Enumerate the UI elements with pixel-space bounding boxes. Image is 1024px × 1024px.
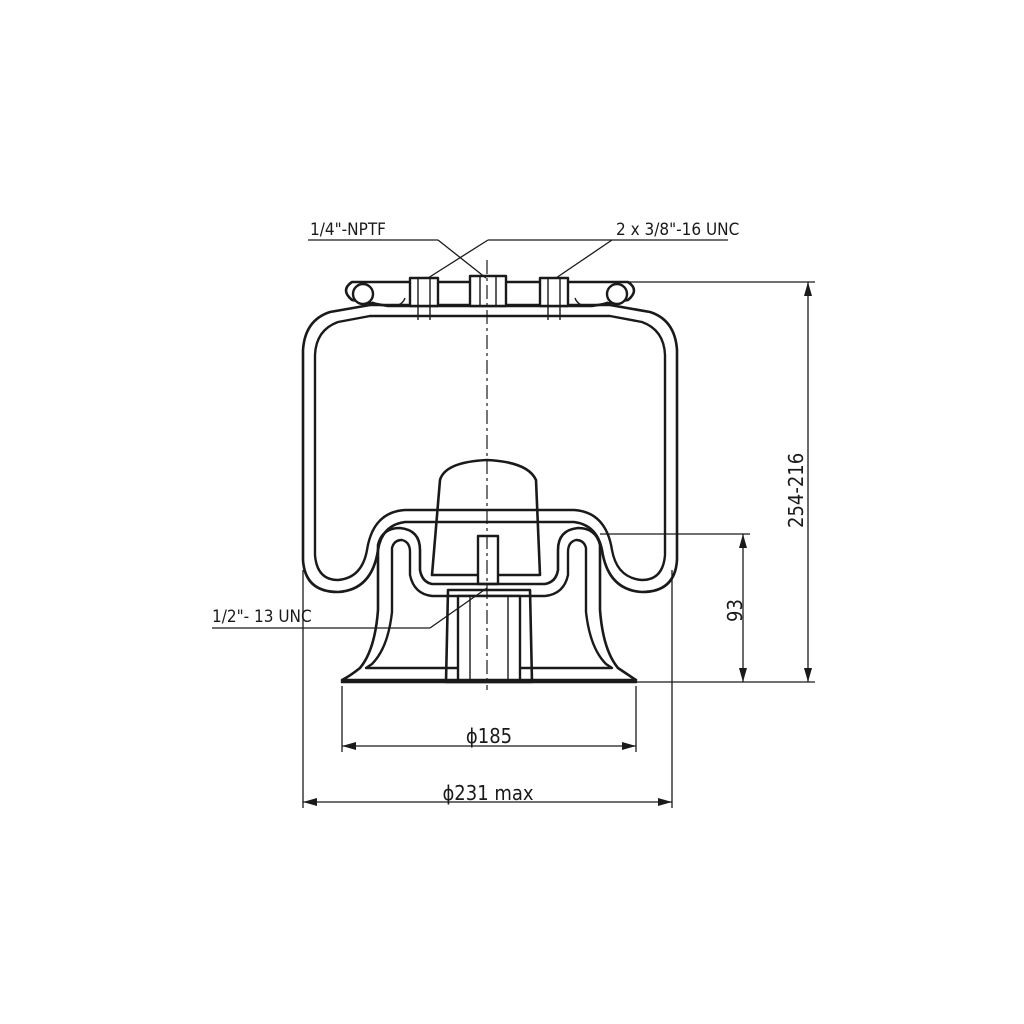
piston-height-dimension xyxy=(600,533,750,682)
top-plate xyxy=(344,274,636,320)
height-dimension xyxy=(628,281,815,683)
height-label: 254-216 xyxy=(784,453,808,528)
leader-nptf xyxy=(308,239,487,279)
leader-unc-top xyxy=(427,239,728,279)
base-diameter-dimension xyxy=(341,686,637,752)
unc-bottom-label: 1/2"- 13 UNC xyxy=(212,607,312,627)
nptf-label: 1/4"-NPTF xyxy=(310,220,386,240)
unc-top-label: 2 x 3/8"-16 UNC xyxy=(616,220,739,240)
base-diameter-label: ϕ185 xyxy=(466,724,512,748)
max-diameter-dimension xyxy=(302,570,673,808)
piston-height-label: 93 xyxy=(723,599,747,622)
max-diameter-label: ϕ231 max xyxy=(442,781,533,805)
piston xyxy=(340,526,638,684)
bellows xyxy=(301,303,679,594)
leader-unc-bottom xyxy=(212,587,488,629)
